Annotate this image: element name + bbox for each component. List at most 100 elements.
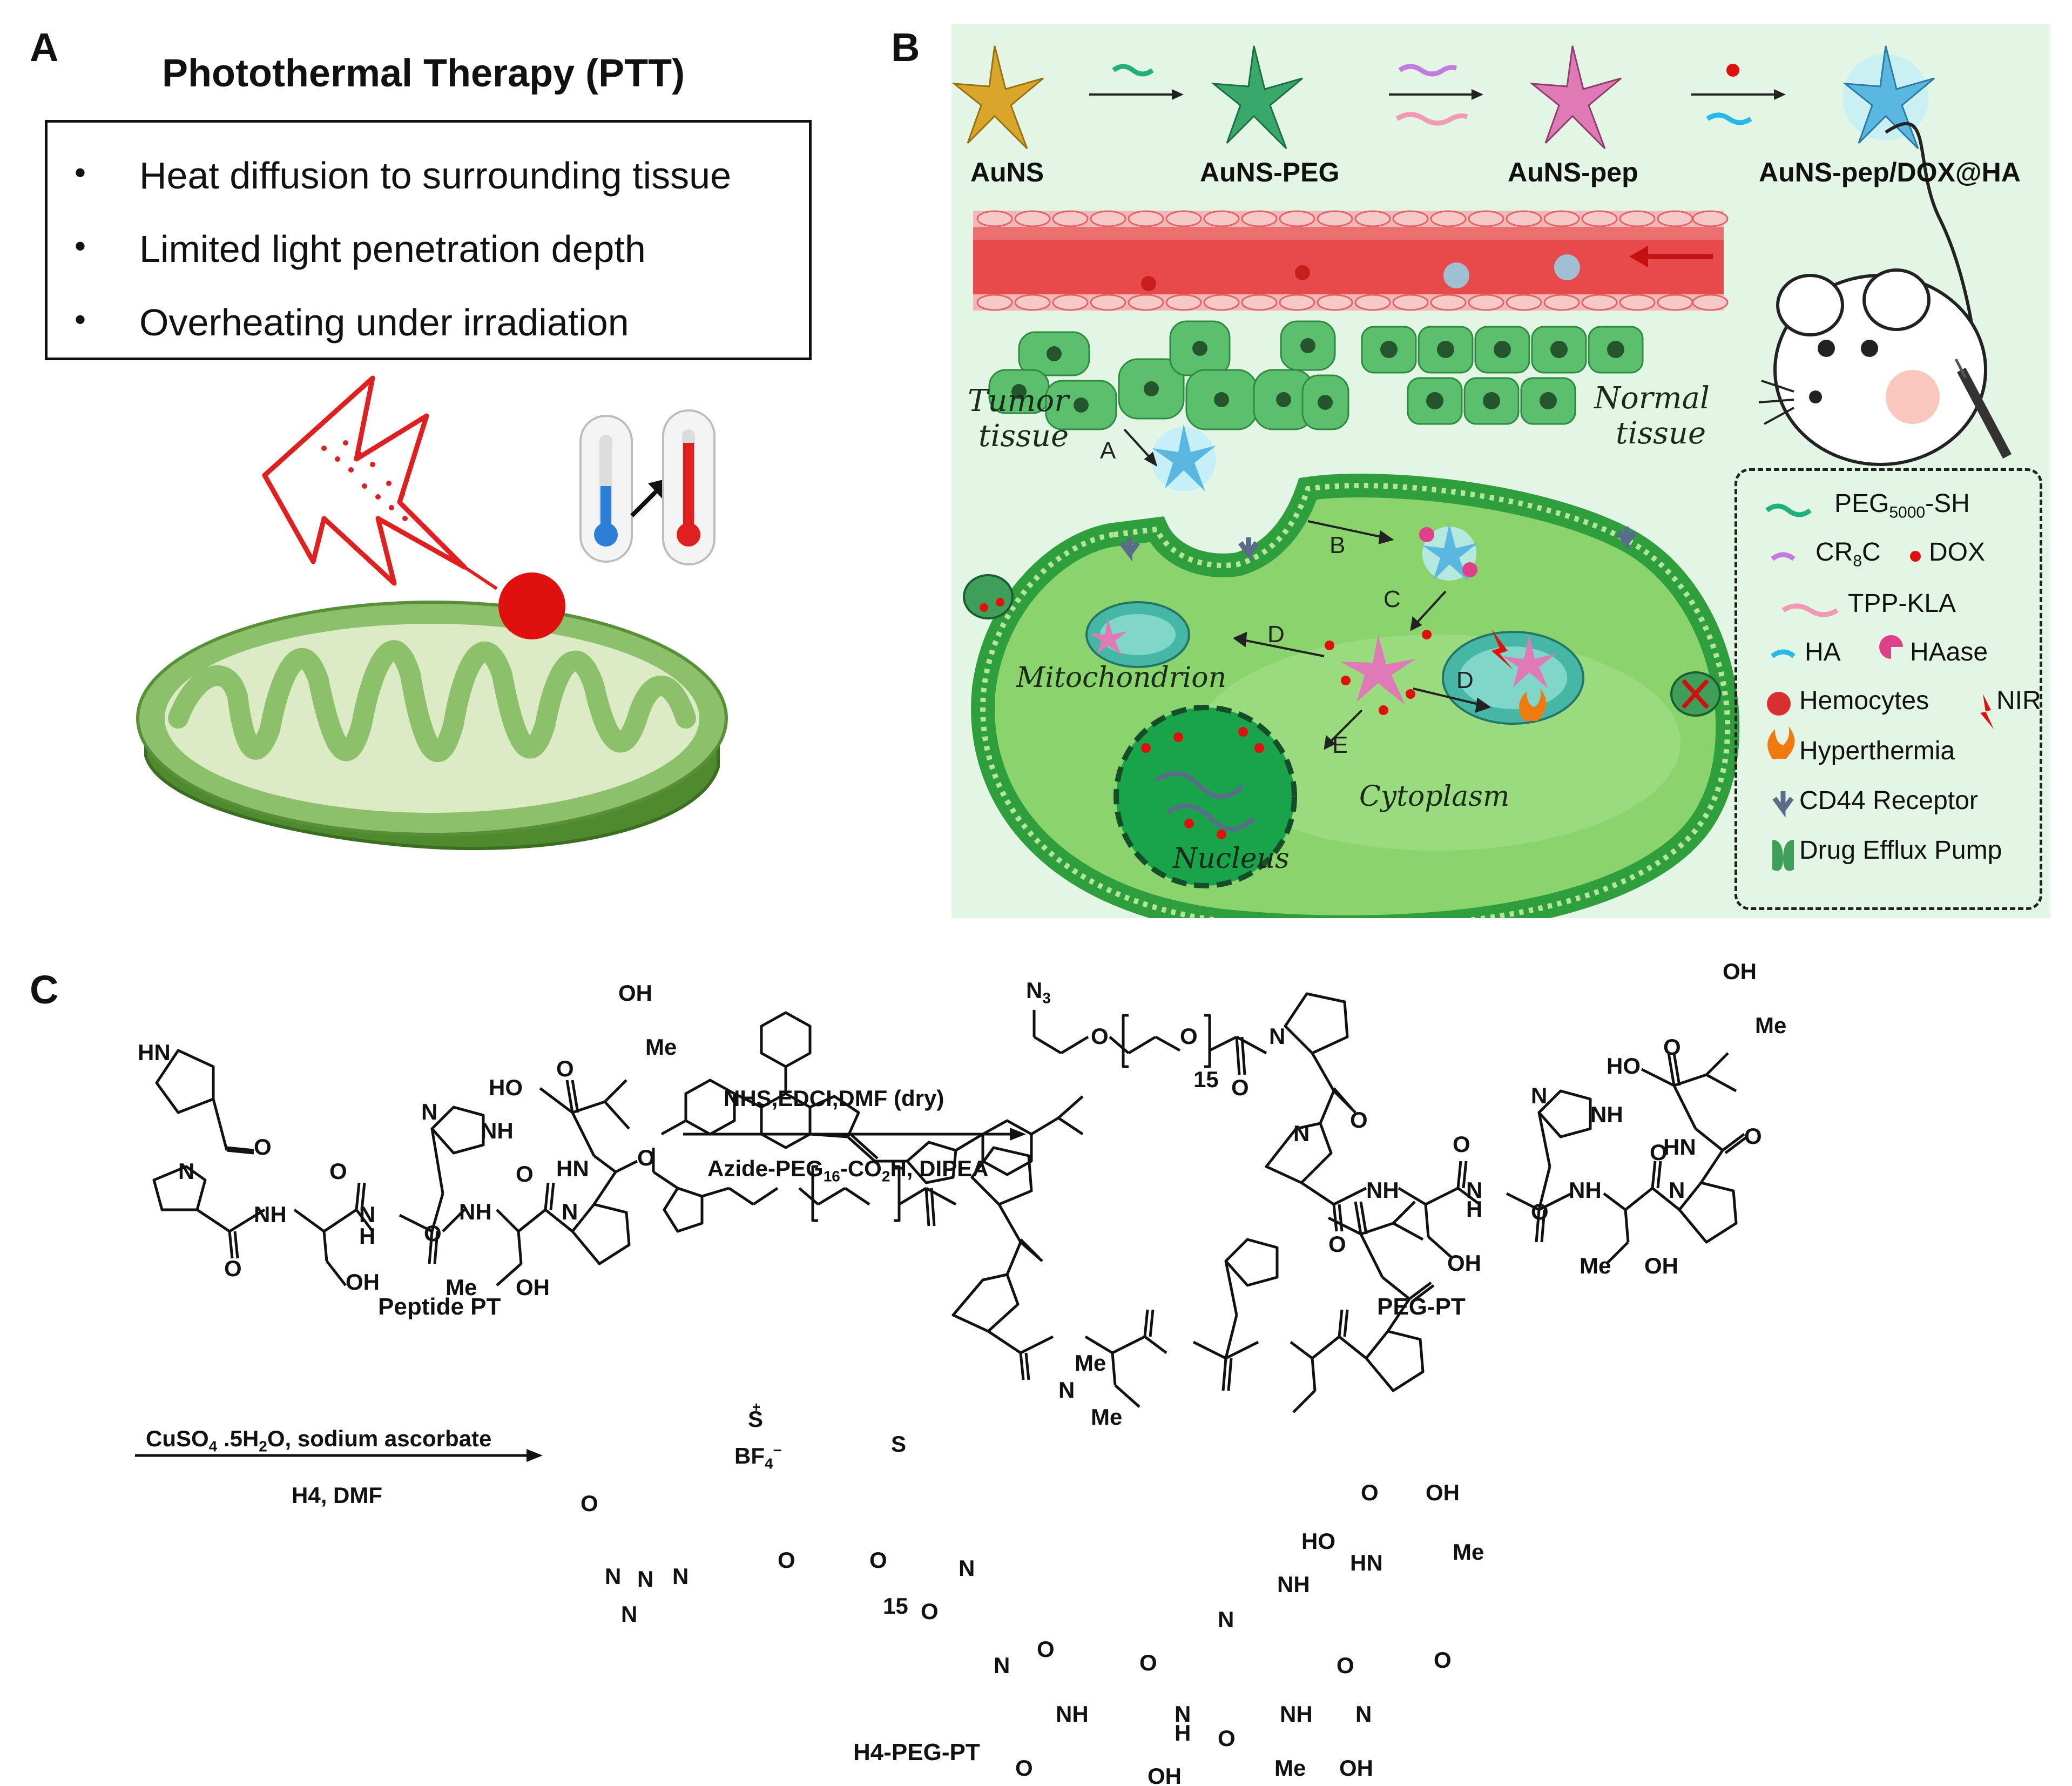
cond-text: .5H: [217, 1426, 259, 1451]
peg-icon: [1765, 503, 1812, 517]
atom-text: BF: [734, 1443, 765, 1468]
atom-label: OH: [346, 1269, 380, 1295]
bullet-glyph: •: [75, 154, 86, 191]
legend-nir: NIR: [1996, 686, 2041, 715]
atom-label: N: [1058, 1377, 1075, 1403]
legend-icons: [1765, 503, 1994, 871]
atom-label: O: [1015, 1755, 1033, 1781]
atom-label: OH: [1723, 959, 1757, 984]
atom-sup: −: [773, 1442, 782, 1459]
star-peg-icon: [1211, 45, 1303, 150]
atom-label: O: [329, 1158, 347, 1184]
thermometer-cold-icon: [579, 415, 633, 563]
atom-label: N: [994, 1653, 1010, 1678]
thermometer-hot-icon: [662, 409, 716, 565]
atom-label: O: [1361, 1480, 1379, 1505]
drug-efflux-pump-icon: [963, 574, 1721, 717]
stage-label-auns: AuNS: [970, 157, 1044, 187]
peg-pt-structure: [1032, 992, 1748, 1265]
atom-label: N3: [1026, 978, 1051, 1007]
atom-label: N: [359, 1202, 376, 1227]
atom-label: Me: [1580, 1253, 1611, 1278]
atom-label: N: [1531, 1083, 1548, 1108]
tumor-label: tissue: [978, 419, 1069, 454]
atom-label: N: [959, 1555, 975, 1581]
atom-label: N: [1355, 1701, 1372, 1727]
atom-label: N: [178, 1158, 195, 1184]
pump-icon: [1772, 840, 1794, 871]
arrow-icon: [1123, 428, 1491, 750]
star-pep-icon: [1529, 45, 1622, 150]
nucleus-label: Nucleus: [1173, 843, 1290, 875]
atom-label: O: [1337, 1653, 1354, 1678]
atom-label: N: [1269, 1023, 1286, 1049]
legend-text: -SH: [1925, 489, 1970, 518]
atom-label: O: [556, 1056, 574, 1081]
atom-label: Me: [1453, 1539, 1484, 1565]
atom-label: H: [1466, 1196, 1483, 1222]
cond-text: CuSO: [146, 1426, 209, 1451]
atom-label: O: [516, 1161, 534, 1187]
normal-label: tissue: [1616, 416, 1706, 451]
atom-label: OH: [1447, 1250, 1481, 1276]
star-aunp-icon: [951, 45, 1044, 150]
atom-label: OH: [516, 1275, 550, 1300]
atom-label: HN: [556, 1156, 589, 1181]
bullet-glyph: •: [75, 228, 86, 264]
peptide-pt-structure: [152, 1049, 638, 1286]
blood-vessel: [973, 210, 1729, 311]
reaction-condition: Azide-PEG16-CO2H, DIPEA: [707, 1156, 988, 1185]
legend-cd44: CD44 Receptor: [1799, 786, 1978, 815]
haase-icon: [1879, 635, 1903, 659]
step-label: D: [1267, 621, 1285, 648]
panel-b-illustration: [951, 45, 2012, 918]
atom-label: NH: [1366, 1177, 1399, 1203]
step-label: B: [1329, 532, 1346, 558]
legend-ha: HA: [1805, 638, 1841, 666]
compound-name-peg-pt: PEG-PT: [1377, 1293, 1466, 1320]
receptor-icon: [1772, 791, 1794, 818]
star-final-icon: [1842, 45, 1935, 150]
atom-label: N: [1669, 1177, 1685, 1203]
reaction-condition: NHS,EDCI,DMF (dry): [724, 1086, 944, 1111]
step-label: D: [1456, 667, 1474, 693]
atom-label: Me: [1075, 1350, 1106, 1376]
atom-label: O: [1218, 1726, 1236, 1751]
cond-sub: 4: [208, 1438, 218, 1455]
atom-sub: 4: [765, 1455, 773, 1472]
atom-label: Me: [645, 1034, 677, 1060]
atom-label: HN: [1663, 1134, 1696, 1160]
atom-label: OH: [1148, 1763, 1182, 1786]
cd44-receptor-icon: [1119, 527, 1637, 562]
atom-label: N: [1218, 1607, 1234, 1632]
legend-box: [1734, 468, 2042, 910]
atom-label: NH: [1590, 1102, 1623, 1127]
atom-label: O: [1328, 1231, 1346, 1257]
atom-label: NH: [1277, 1572, 1310, 1597]
legend-hemocytes: Hemocytes: [1799, 686, 1929, 715]
panel-label-b: B: [891, 25, 920, 70]
panel-c-chemistry: [135, 992, 1748, 1462]
lightning-icon: [262, 375, 467, 586]
atom-label: O: [254, 1134, 272, 1160]
atom-label: NH: [459, 1199, 492, 1224]
panel-b: AuNS AuNS-PEG AuNS-pep AuNS-pep/DOX@HA T…: [951, 24, 2050, 918]
normal-tissue-cells: [1011, 326, 1644, 425]
atom-label: N: [1175, 1701, 1191, 1727]
atom-label: HN: [1350, 1550, 1383, 1575]
atom-label: O: [1453, 1131, 1470, 1157]
tumor-label: Tumor: [968, 383, 1069, 419]
atom-label: N: [1466, 1177, 1483, 1203]
atom-label: N: [637, 1566, 654, 1592]
atom-label: O: [1180, 1023, 1198, 1049]
atom-label: N: [562, 1199, 578, 1224]
cond-text: O, sodium ascorbate: [267, 1426, 492, 1451]
atom-label: N: [421, 1099, 438, 1124]
step-label: E: [1332, 732, 1348, 758]
cond-sub: 16: [823, 1168, 840, 1185]
ha-icon: [1771, 649, 1796, 658]
atom-label: S: [891, 1431, 907, 1457]
legend-haase: HAase: [1910, 638, 1988, 666]
stage-label-auns-peg: AuNS-PEG: [1200, 157, 1340, 187]
